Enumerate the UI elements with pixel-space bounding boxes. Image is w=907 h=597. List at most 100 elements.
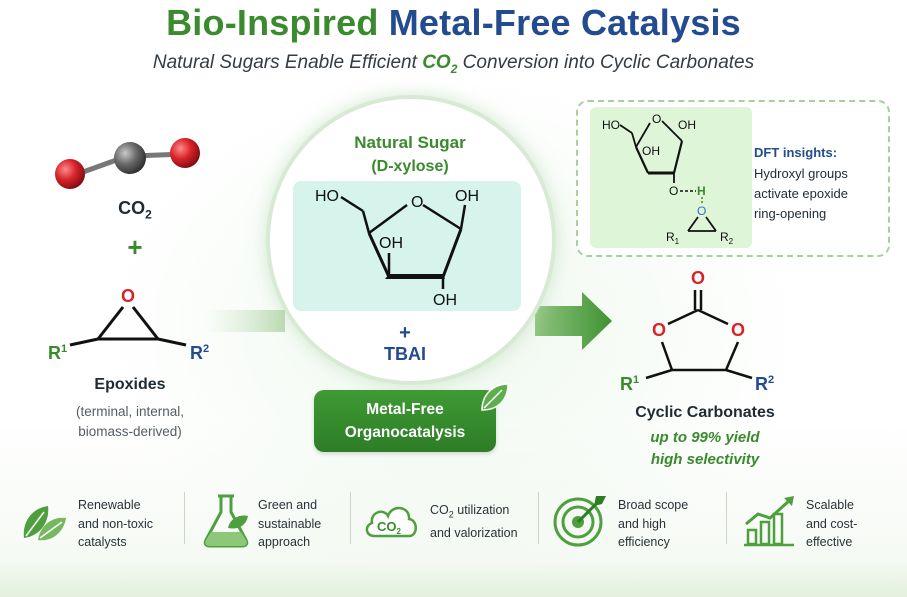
feature-co2-line1-sub: 2 (448, 509, 454, 520)
feature-renewable-line1: Renewable (78, 498, 141, 512)
subtitle-co2-sub: 2 (450, 61, 458, 76)
epoxide-structure: O R1 R2 (48, 286, 209, 363)
page-subtitle: Natural Sugars Enable Efficient CO2 Conv… (0, 52, 907, 76)
feature-co2-line2: and valorization (430, 526, 518, 540)
feature-scope: Broad scope and high efficiency (618, 496, 718, 552)
feature-divider (350, 492, 351, 544)
plus-sign-catalyst: + (399, 322, 411, 344)
flask-icon (203, 494, 249, 548)
carbonate-r1: R1 (620, 374, 639, 394)
product-label: Cyclic Carbonates (635, 404, 775, 421)
co2-label: CO2 (100, 198, 170, 222)
subtitle-after: Conversion into Cyclic Carbonates (462, 52, 755, 73)
xylose-oh-right: OH (455, 188, 479, 205)
co2-cloud-text: CO2 (377, 519, 402, 536)
subtitle-co2-text: CO (422, 52, 451, 73)
feature-divider (538, 492, 539, 544)
sugar-structure-panel (293, 181, 521, 311)
dft-epoxide-o: O (697, 204, 706, 218)
co2-cloud-icon: CO2 (365, 506, 417, 538)
feature-renewable-line2: and non-toxic (78, 516, 154, 531)
carbonate-carbonyl-o: O (691, 268, 705, 288)
product-yield: up to 99% yield (650, 429, 760, 446)
plus-sign: + (127, 232, 143, 262)
subtitle-co2: CO2 (422, 52, 458, 76)
carbonate-ring-o-left: O (652, 320, 666, 340)
co2-carbon (114, 142, 146, 174)
cocatalyst-label: TBAI (384, 344, 426, 364)
title-part-blue: Metal-Free Catalysis (388, 2, 741, 43)
feature-renewable-line3: catalysts (78, 535, 127, 549)
dft-structure: HO O OH OH O H O R1 R2 (602, 112, 734, 246)
dft-r2: R2 (720, 230, 734, 246)
sugar-subtitle: (D-xylose) (371, 158, 449, 175)
feature-divider (184, 492, 185, 544)
sugar-title: Natural Sugar (354, 133, 466, 152)
epoxide-r1: R1 (48, 343, 67, 363)
epoxide-oxygen: O (121, 286, 135, 306)
epoxides-sub-line2: biomass-derived) (78, 424, 182, 439)
dft-ring-o: O (652, 112, 661, 126)
right-flow-arrow (535, 292, 612, 350)
carbonate-r2: R2 (755, 374, 774, 394)
co2-label-sub: 2 (145, 207, 152, 222)
xylose-ring-o: O (411, 194, 423, 211)
badge-line2: Organocatalysis (344, 424, 466, 441)
co2-molecule-icon (55, 138, 200, 189)
epoxide-r2: R2 (190, 343, 209, 363)
co2-oxygen-left (55, 159, 85, 189)
cyclic-carbonate-structure: O O O R1 R2 (620, 268, 774, 394)
bottom-decoration (0, 560, 907, 597)
epoxides-label: Epoxides (94, 376, 166, 393)
feature-green-line1: Green and (258, 498, 318, 512)
dft-r1: R1 (666, 230, 680, 246)
feature-scalable: Scalable and cost- effective (806, 496, 901, 552)
feature-co2-line1-post: utilization (453, 503, 510, 517)
feature-scope-line1: Broad scope (618, 498, 689, 512)
xylose-structure: HO O OH OH OH (315, 188, 479, 309)
growth-chart-icon (744, 496, 794, 547)
co2-oxygen-right (170, 138, 200, 168)
metal-free-badge (314, 390, 496, 452)
feature-scope-line2: and high (618, 516, 666, 531)
dft-body-line3: ring-opening (754, 206, 827, 221)
dft-title: DFT insights: (754, 145, 838, 160)
dft-ho: HO (602, 118, 620, 132)
feature-co2-line1-pre: CO (430, 503, 449, 517)
xylose-ho: HO (315, 188, 339, 205)
co2-label-text: CO (118, 198, 146, 218)
feature-green-line2: sustainable (258, 516, 322, 531)
carbonate-ring-o-right: O (731, 320, 745, 340)
feature-green: Green and sustainable approach (258, 496, 348, 552)
xylose-oh-mid: OH (379, 235, 403, 252)
feature-renewable: Renewable and non-toxic catalysts (78, 496, 178, 552)
feature-scalable-line1: Scalable (806, 498, 854, 512)
product-selectivity: high selectivity (650, 451, 760, 468)
dft-body: Hydroxyl groups activate epoxide ring-op… (754, 164, 889, 224)
feature-divider (726, 492, 727, 544)
title-part-green: Bio-Inspired (166, 2, 379, 43)
feature-green-line3: approach (258, 535, 311, 549)
leaf-icon (481, 383, 509, 411)
target-icon (553, 496, 606, 547)
dft-o-link: O (669, 184, 678, 198)
dft-h: H (697, 184, 706, 198)
dft-oh-right: OH (678, 118, 696, 132)
feature-scope-line3: efficiency (618, 535, 670, 549)
feature-co2-line1: CO2 utilization (430, 501, 540, 524)
dft-oh-mid: OH (642, 144, 660, 158)
xylose-oh-bottom: OH (433, 292, 457, 309)
page-title: Bio-Inspired Metal-Free Catalysis (0, 2, 907, 44)
subtitle-before: Natural Sugars Enable Efficient (152, 52, 417, 73)
feature-scalable-line2: and cost- (806, 516, 858, 531)
epoxides-sublabel: (terminal, internal, biomass-derived) (30, 402, 230, 442)
dft-body-line2: activate epoxide (754, 186, 848, 201)
left-flow-arrow (205, 310, 285, 332)
dft-body-line1: Hydroxyl groups (754, 166, 848, 181)
feature-co2: CO2 utilization and valorization (430, 501, 540, 543)
epoxides-sub-line1: (terminal, internal, (75, 404, 185, 419)
feature-scalable-line3: effective (806, 535, 853, 549)
leaves-icon (23, 506, 66, 541)
badge-line1: Metal-Free (366, 401, 444, 418)
